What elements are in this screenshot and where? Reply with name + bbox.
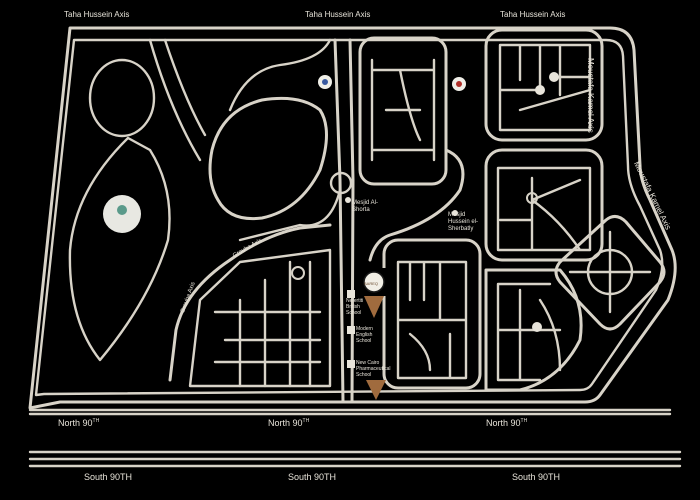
east-block-north [484, 28, 604, 142]
park-badge-icon-inner [117, 205, 127, 215]
project-pin-pointer-icon [364, 296, 384, 318]
project-pin-label: BAREQ [364, 281, 379, 286]
east-south-marker-icon [532, 322, 542, 332]
grouba-axis-road [168, 223, 332, 382]
east-block-middle [484, 148, 604, 262]
grouba-link [238, 188, 342, 242]
curved-link-road [368, 148, 465, 262]
north-central-block [358, 36, 448, 186]
school-2-icon [347, 326, 355, 334]
east-block-south [484, 268, 583, 392]
label-north-90-3: North 90TH [486, 418, 528, 428]
park-loop-south [68, 136, 171, 362]
park-loop-north [88, 58, 156, 138]
label-north-90-1: North 90TH [58, 418, 100, 428]
label-taha-hussein-2: Taha Hussein Axis [305, 10, 371, 19]
mosque-1-icon [345, 197, 351, 203]
central-axis-west [333, 38, 345, 404]
label-taha-hussein-1: Taha Hussein Axis [64, 10, 130, 19]
east-block-north-streets [498, 43, 592, 132]
park-road [148, 38, 202, 162]
grand-oval-road [208, 96, 328, 221]
label-mesjid-al-shorta: Mesjid Al-Shorta [352, 200, 379, 213]
school-3-icon [347, 360, 355, 368]
outer-ring-road [28, 26, 677, 410]
inner-ring-road [34, 38, 664, 397]
east-diamond-cross [568, 230, 652, 314]
poi-badge-east-inner-icon [456, 81, 462, 87]
east-block-south-streets [496, 282, 562, 382]
south-90-road [28, 450, 682, 468]
label-south-90-1: South 90TH [84, 472, 133, 482]
east-diamond-block [554, 215, 666, 331]
east-north-marker-2-icon [535, 85, 545, 95]
central-south-streets [396, 260, 468, 380]
school-1-icon [347, 290, 355, 298]
west-roundabout [291, 266, 305, 280]
label-mesjid-hussein: Mesjid Hussein el-Sherbatly [448, 212, 479, 232]
label-taha-hussein-3: Taha Hussein Axis [500, 10, 566, 19]
central-axis-east [348, 38, 355, 404]
label-nefertiti-school: Nefertiti British School [346, 298, 364, 316]
label-pharma-school: New Cairo Pharmaceutical School [356, 360, 391, 378]
label-south-90-2: South 90TH [288, 472, 337, 482]
central-south-block [382, 238, 482, 390]
poi-badge-north-inner-icon [322, 79, 328, 85]
west-residential-block [188, 248, 332, 388]
roundabout-north [329, 171, 353, 195]
project-location-marker-icon[interactable] [366, 380, 386, 400]
label-modern-english-school: Modern English School [356, 326, 373, 344]
north-90-road [28, 408, 672, 416]
east-north-marker-icon [549, 72, 559, 82]
east-middle-roundabout [526, 192, 538, 204]
north-central-streets [370, 58, 436, 162]
label-moustafa-kamel-1: Moustafa Kamel Axis [586, 58, 595, 133]
mosque-2-icon [452, 210, 458, 216]
label-north-90-2: North 90TH [268, 418, 310, 428]
label-south-90-3: South 90TH [512, 472, 561, 482]
park-road-2 [163, 38, 207, 137]
project-pin-icon[interactable] [363, 271, 385, 293]
east-block-middle-streets [496, 166, 592, 252]
west-residential-streets [213, 260, 322, 388]
oval-link-road [228, 38, 332, 112]
